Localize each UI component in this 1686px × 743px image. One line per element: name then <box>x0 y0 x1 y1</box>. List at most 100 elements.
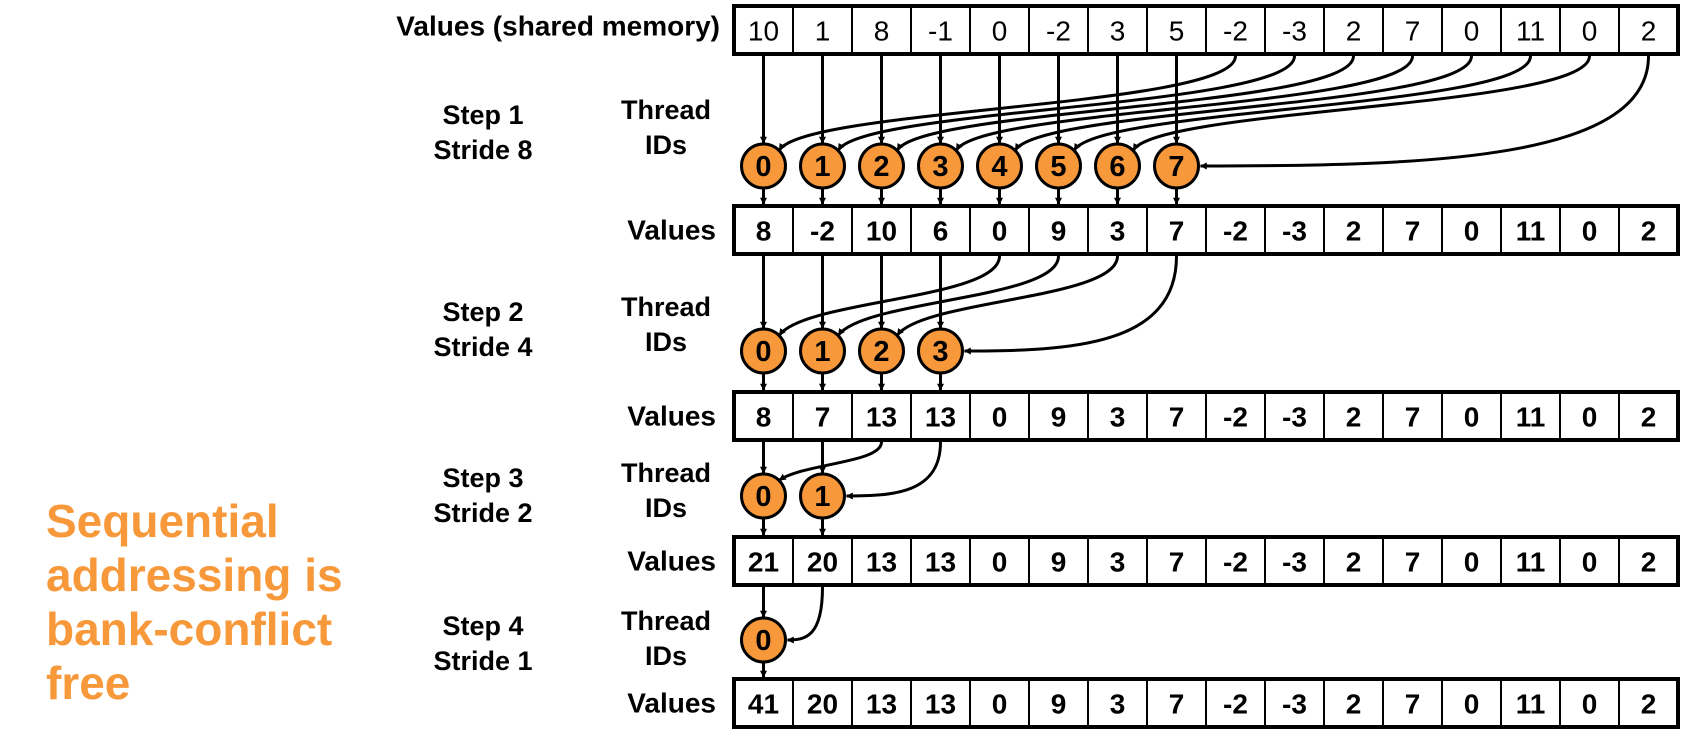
thread-id: 1 <box>814 336 830 368</box>
arrows-layer <box>760 55 1650 678</box>
thread-label-ids: IDs <box>645 493 687 523</box>
cell-value: 1 <box>815 16 831 47</box>
cell-value: 3 <box>1110 16 1126 47</box>
thread-label-ids: IDs <box>645 327 687 357</box>
cell-value: 11 <box>1516 547 1546 578</box>
step-label: Step 3 <box>442 463 523 493</box>
caption-text: Sequential addressing is bank-conflict f… <box>46 495 343 709</box>
cell-value: 7 <box>1405 216 1421 247</box>
arrow-curved <box>896 255 1119 337</box>
thread-label-ids: IDs <box>645 130 687 160</box>
cell-value: 9 <box>1051 402 1067 433</box>
values-label: Values <box>627 401 716 432</box>
thread-circle-shape <box>976 142 1023 190</box>
cell-value: 2 <box>1641 216 1657 247</box>
arrow-curved <box>778 441 883 482</box>
arrow-curved <box>786 586 824 644</box>
cell-value: 0 <box>1464 547 1480 578</box>
cell-value: 0 <box>992 16 1008 47</box>
thread-circle-shape <box>917 142 964 190</box>
cell-value: 7 <box>815 402 831 433</box>
thread-id: 7 <box>1168 151 1184 183</box>
cell-value: 3 <box>1110 689 1126 720</box>
cell-value: 0 <box>1464 689 1480 720</box>
cell-value: -2 <box>1223 16 1248 47</box>
cell-value: 10 <box>748 16 779 47</box>
thread-id: 1 <box>814 481 830 513</box>
cell-value: 9 <box>1051 547 1067 578</box>
thread-circle: 2 <box>858 142 905 190</box>
cell-value: -2 <box>810 216 835 247</box>
thread-circle-shape <box>740 327 787 375</box>
cell-value: 7 <box>1405 547 1421 578</box>
thread-circle: 4 <box>976 142 1023 190</box>
cell-value: -2 <box>1223 547 1248 578</box>
thread-circle-shape <box>740 142 787 190</box>
cell-value: 3 <box>1110 402 1126 433</box>
thread-circle: 0 <box>740 142 787 190</box>
stride-label: Stride 8 <box>433 135 532 165</box>
cell-value: 7 <box>1169 402 1185 433</box>
thread-label: Thread <box>621 95 711 125</box>
thread-id: 5 <box>1050 151 1066 183</box>
arrow-curved <box>845 441 942 500</box>
thread-circle: 1 <box>799 327 846 375</box>
cell-value: 9 <box>1051 689 1067 720</box>
cell-value: 11 <box>1516 216 1546 247</box>
thread-label: Thread <box>621 606 711 636</box>
stride-label: Stride 1 <box>433 646 532 676</box>
arrow-curved <box>963 255 1178 355</box>
arrow-curved <box>1073 55 1532 152</box>
cell-value: 13 <box>866 689 897 720</box>
thread-label: Thread <box>621 292 711 322</box>
thread-id: 3 <box>932 151 948 183</box>
cell-value: 10 <box>866 216 897 247</box>
cell-value: 7 <box>1405 402 1421 433</box>
cell-value: 0 <box>1464 16 1480 47</box>
cell-value: 5 <box>1169 16 1185 47</box>
thread-id: 2 <box>873 151 889 183</box>
thread-circle-shape <box>799 327 846 375</box>
thread-id: 0 <box>755 625 771 657</box>
cell-value: 0 <box>992 547 1008 578</box>
thread-circle-shape <box>740 616 787 664</box>
cell-value: -2 <box>1046 16 1071 47</box>
thread-circle: 0 <box>740 327 787 375</box>
thread-id: 2 <box>873 336 889 368</box>
step-label: Step 4 <box>442 611 523 641</box>
thread-circle-shape <box>740 472 787 520</box>
thread-id: 0 <box>755 336 771 368</box>
cell-value: 13 <box>925 689 956 720</box>
cell-value: 20 <box>807 689 838 720</box>
cell-value: 0 <box>1582 16 1598 47</box>
cell-value: 0 <box>1582 689 1598 720</box>
values-label: Values <box>627 688 716 719</box>
cell-value: 3 <box>1110 216 1126 247</box>
cell-value: -3 <box>1282 216 1307 247</box>
cell-value: 0 <box>992 402 1008 433</box>
cell-value: 7 <box>1169 216 1185 247</box>
cell-value: 8 <box>756 216 772 247</box>
arrow-curved <box>896 55 1355 152</box>
cell-value: -3 <box>1282 16 1307 47</box>
thread-id: 6 <box>1109 151 1125 183</box>
cell-value: 13 <box>925 402 956 433</box>
cell-value: 20 <box>807 547 838 578</box>
arrow-curved <box>778 255 1001 337</box>
cell-value: -3 <box>1282 547 1307 578</box>
step-label: Step 1 <box>442 100 523 130</box>
cell-value: 2 <box>1641 16 1657 47</box>
thread-circle-shape <box>1153 142 1200 190</box>
cell-value: -3 <box>1282 689 1307 720</box>
cell-value: -3 <box>1282 402 1307 433</box>
cell-value: 2 <box>1346 402 1362 433</box>
cell-value: 2 <box>1346 547 1362 578</box>
cell-value: 0 <box>992 689 1008 720</box>
